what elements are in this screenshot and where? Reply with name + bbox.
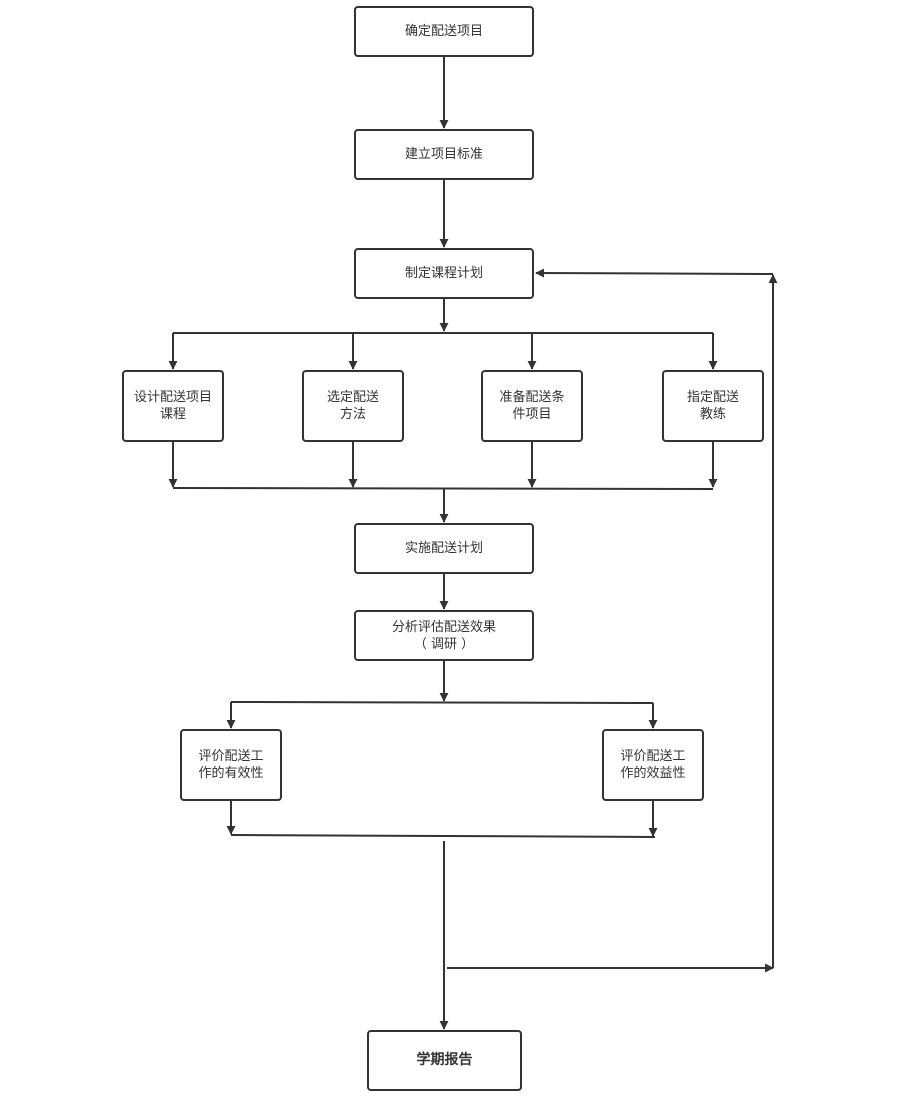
node-label-line-2: 作的效益性 <box>620 766 686 781</box>
node-select-method: 选定配送 方法 <box>302 370 404 442</box>
node-prepare-conditions: 准备配送条 件项目 <box>481 370 583 442</box>
merge-bus-2 <box>230 834 656 838</box>
node-label-line-1: 设计配送项目 <box>133 390 212 405</box>
node-implement-plan: 实施配送计划 <box>354 523 534 574</box>
node-design-course: 设计配送项目 课程 <box>122 370 224 442</box>
node-determine-project: 确定配送项目 <box>354 6 534 57</box>
node-establish-standard: 建立项目标准 <box>354 129 534 180</box>
node-label-line-2: （ 调研 ） <box>413 636 475 652</box>
node-analyze-effect: 分析评估配送效果 （ 调研 ） <box>354 610 534 661</box>
node-label-line-2: 件项目 <box>512 407 552 422</box>
node-semester-report: 学期报告 <box>367 1030 522 1091</box>
node-evaluate-benefit: 评价配送工 作的效益性 <box>602 729 704 801</box>
node-assign-coach: 指定配送 教练 <box>662 370 764 442</box>
node-make-course-plan: 制定课程计划 <box>354 248 534 299</box>
node-label-line-1: 分析评估配送效果 <box>391 619 496 635</box>
node-label: 学期报告 <box>416 1052 473 1068</box>
node-label-line-2: 方法 <box>339 407 366 422</box>
node-label-line-1: 评价配送工 <box>198 749 264 764</box>
branch-bus-2 <box>230 701 654 704</box>
node-label: 确定配送项目 <box>404 24 483 39</box>
edge-feedback-to-plan <box>535 268 774 278</box>
node-label-line-1: 准备配送条 <box>499 390 565 405</box>
node-label-line-1: 指定配送 <box>686 390 739 405</box>
node-label-line-2: 教练 <box>699 407 726 422</box>
node-label: 建立项目标准 <box>404 147 483 162</box>
node-label-line-2: 课程 <box>159 407 186 422</box>
node-label: 制定课程计划 <box>404 266 483 281</box>
node-label-line-1: 评价配送工 <box>620 749 686 764</box>
node-label-line-2: 作的有效性 <box>198 766 264 781</box>
node-label: 实施配送计划 <box>404 541 483 556</box>
node-label-line-1: 选定配送 <box>326 390 379 405</box>
node-evaluate-validity: 评价配送工 作的有效性 <box>180 729 282 801</box>
